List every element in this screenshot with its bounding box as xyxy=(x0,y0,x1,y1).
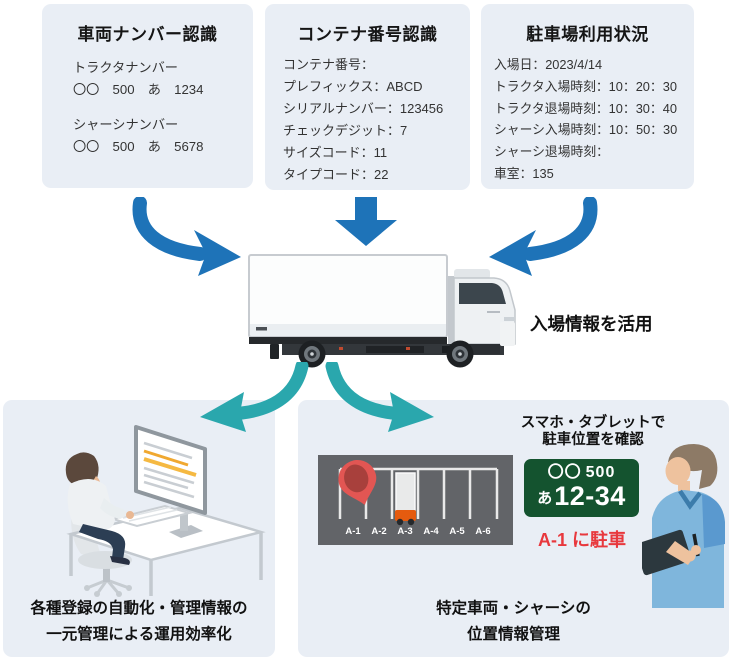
front-wheel-icon xyxy=(446,340,474,368)
curved-arrow-down-right-teal-icon xyxy=(325,362,434,432)
curved-arrow-down-left-teal-icon xyxy=(200,362,309,432)
block-arrow-down-icon xyxy=(335,197,397,246)
card-title: 駐車場利用状況 xyxy=(526,25,649,44)
caption-line: 特定車両・シャーシの xyxy=(436,600,591,617)
container-line: シリアルナンバー：123456 xyxy=(283,101,444,117)
card-location-management: スマホ・タブレットで 駐車位置を確認 A-1 A-2 A-3 A-4 A xyxy=(298,400,729,657)
plate-hiragana: あ xyxy=(537,490,553,507)
field-worker-illustration xyxy=(642,444,725,608)
container-line: サイズコード：11 xyxy=(283,145,388,161)
plate-bottom-line: あ12-34 xyxy=(524,483,639,510)
chassis-number-label: シャーシナンバー xyxy=(73,116,179,132)
container-line: タイプコード：22 xyxy=(283,167,389,183)
slot-label: A-5 xyxy=(449,526,465,537)
caption-line: 一元管理による運用効率化 xyxy=(46,626,232,644)
caption-line: 各種登録の自動化・管理情報の xyxy=(30,600,248,617)
usage-line: 車室：135 xyxy=(494,165,554,181)
card-container-number: コンテナ番号認識 コンテナ番号： プレフィックス：ABCD シリアルナンバー：1… xyxy=(265,4,470,190)
tractor-number-value: 〇〇 500 あ 1234 xyxy=(73,82,204,98)
note-line: スマホ・タブレットで xyxy=(520,415,666,431)
card-title: コンテナ番号認識 xyxy=(297,25,438,44)
map-pin-icon xyxy=(338,460,377,506)
curved-arrow-down-right-icon xyxy=(132,197,241,276)
card-parking-usage: 駐車場利用状況 入場日：2023/4/14 トラクタ入場時刻：10：20：30 … xyxy=(481,4,694,189)
curved-arrow-down-left-icon xyxy=(489,197,598,276)
usage-line: 入場日：2023/4/14 xyxy=(494,57,603,72)
caption-line: 位置情報管理 xyxy=(466,626,560,644)
rear-wheel-icon xyxy=(298,340,326,368)
plate-class: 500 xyxy=(585,464,616,481)
chassis-number-value: 〇〇 500 あ 5678 xyxy=(73,139,204,155)
container-line: コンテナ番号： xyxy=(283,57,375,72)
chassis-number-group: シャーシナンバー 〇〇 500 あ 5678 xyxy=(73,114,253,159)
office-worker-illustration xyxy=(65,425,266,597)
smartphone-note: スマホ・タブレットで 駐車位置を確認 xyxy=(498,415,688,450)
container-line: プレフィックス：ABCD xyxy=(283,79,423,95)
bottom-right-caption: 特定車両・シャーシの 位置情報管理 xyxy=(298,596,729,649)
tablet-icon xyxy=(642,529,692,576)
slot-label: A-6 xyxy=(475,526,490,537)
usage-line: シャーシ入場時刻：10：50：30 xyxy=(494,122,678,138)
slot-label: A-4 xyxy=(423,526,439,537)
center-caption: 入場情報を活用 xyxy=(530,314,653,334)
tractor-number-group: トラクタナンバー 〇〇 500 あ 1234 xyxy=(73,57,253,102)
slot-label: A-3 xyxy=(397,526,412,537)
plate-region: 〇〇 xyxy=(547,464,582,481)
slot-label: A-2 xyxy=(371,526,386,537)
tractor-number-label: トラクタナンバー xyxy=(73,60,178,75)
plate-number: 12-34 xyxy=(554,481,626,511)
parking-map-panel: A-1 A-2 A-3 A-4 A-5 A-6 xyxy=(318,455,513,545)
container-line: チェックデジット：7 xyxy=(283,123,408,139)
usage-line: シャーシ退場時刻： xyxy=(494,144,609,159)
usage-line: トラクタ入場時刻：10：20：30 xyxy=(494,78,677,94)
bottom-left-caption: 各種登録の自動化・管理情報の 一元管理による運用効率化 xyxy=(3,596,275,649)
card-title: 車両ナンバー認識 xyxy=(77,25,218,44)
usage-line: トラクタ退場時刻：10：30：40 xyxy=(494,100,677,116)
parked-slot-note: A-1 に駐車 xyxy=(537,530,626,550)
note-line: 駐車位置を確認 xyxy=(542,432,644,449)
slot-label: A-1 xyxy=(345,526,361,537)
card-vehicle-number: 車両ナンバー認識 トラクタナンバー 〇〇 500 あ 1234 シャーシナンバー… xyxy=(42,4,253,188)
box-truck-illustration xyxy=(248,254,516,368)
parked-trailer-icon xyxy=(395,472,416,526)
card-office-efficiency: 各種登録の自動化・管理情報の 一元管理による運用効率化 xyxy=(3,400,275,657)
